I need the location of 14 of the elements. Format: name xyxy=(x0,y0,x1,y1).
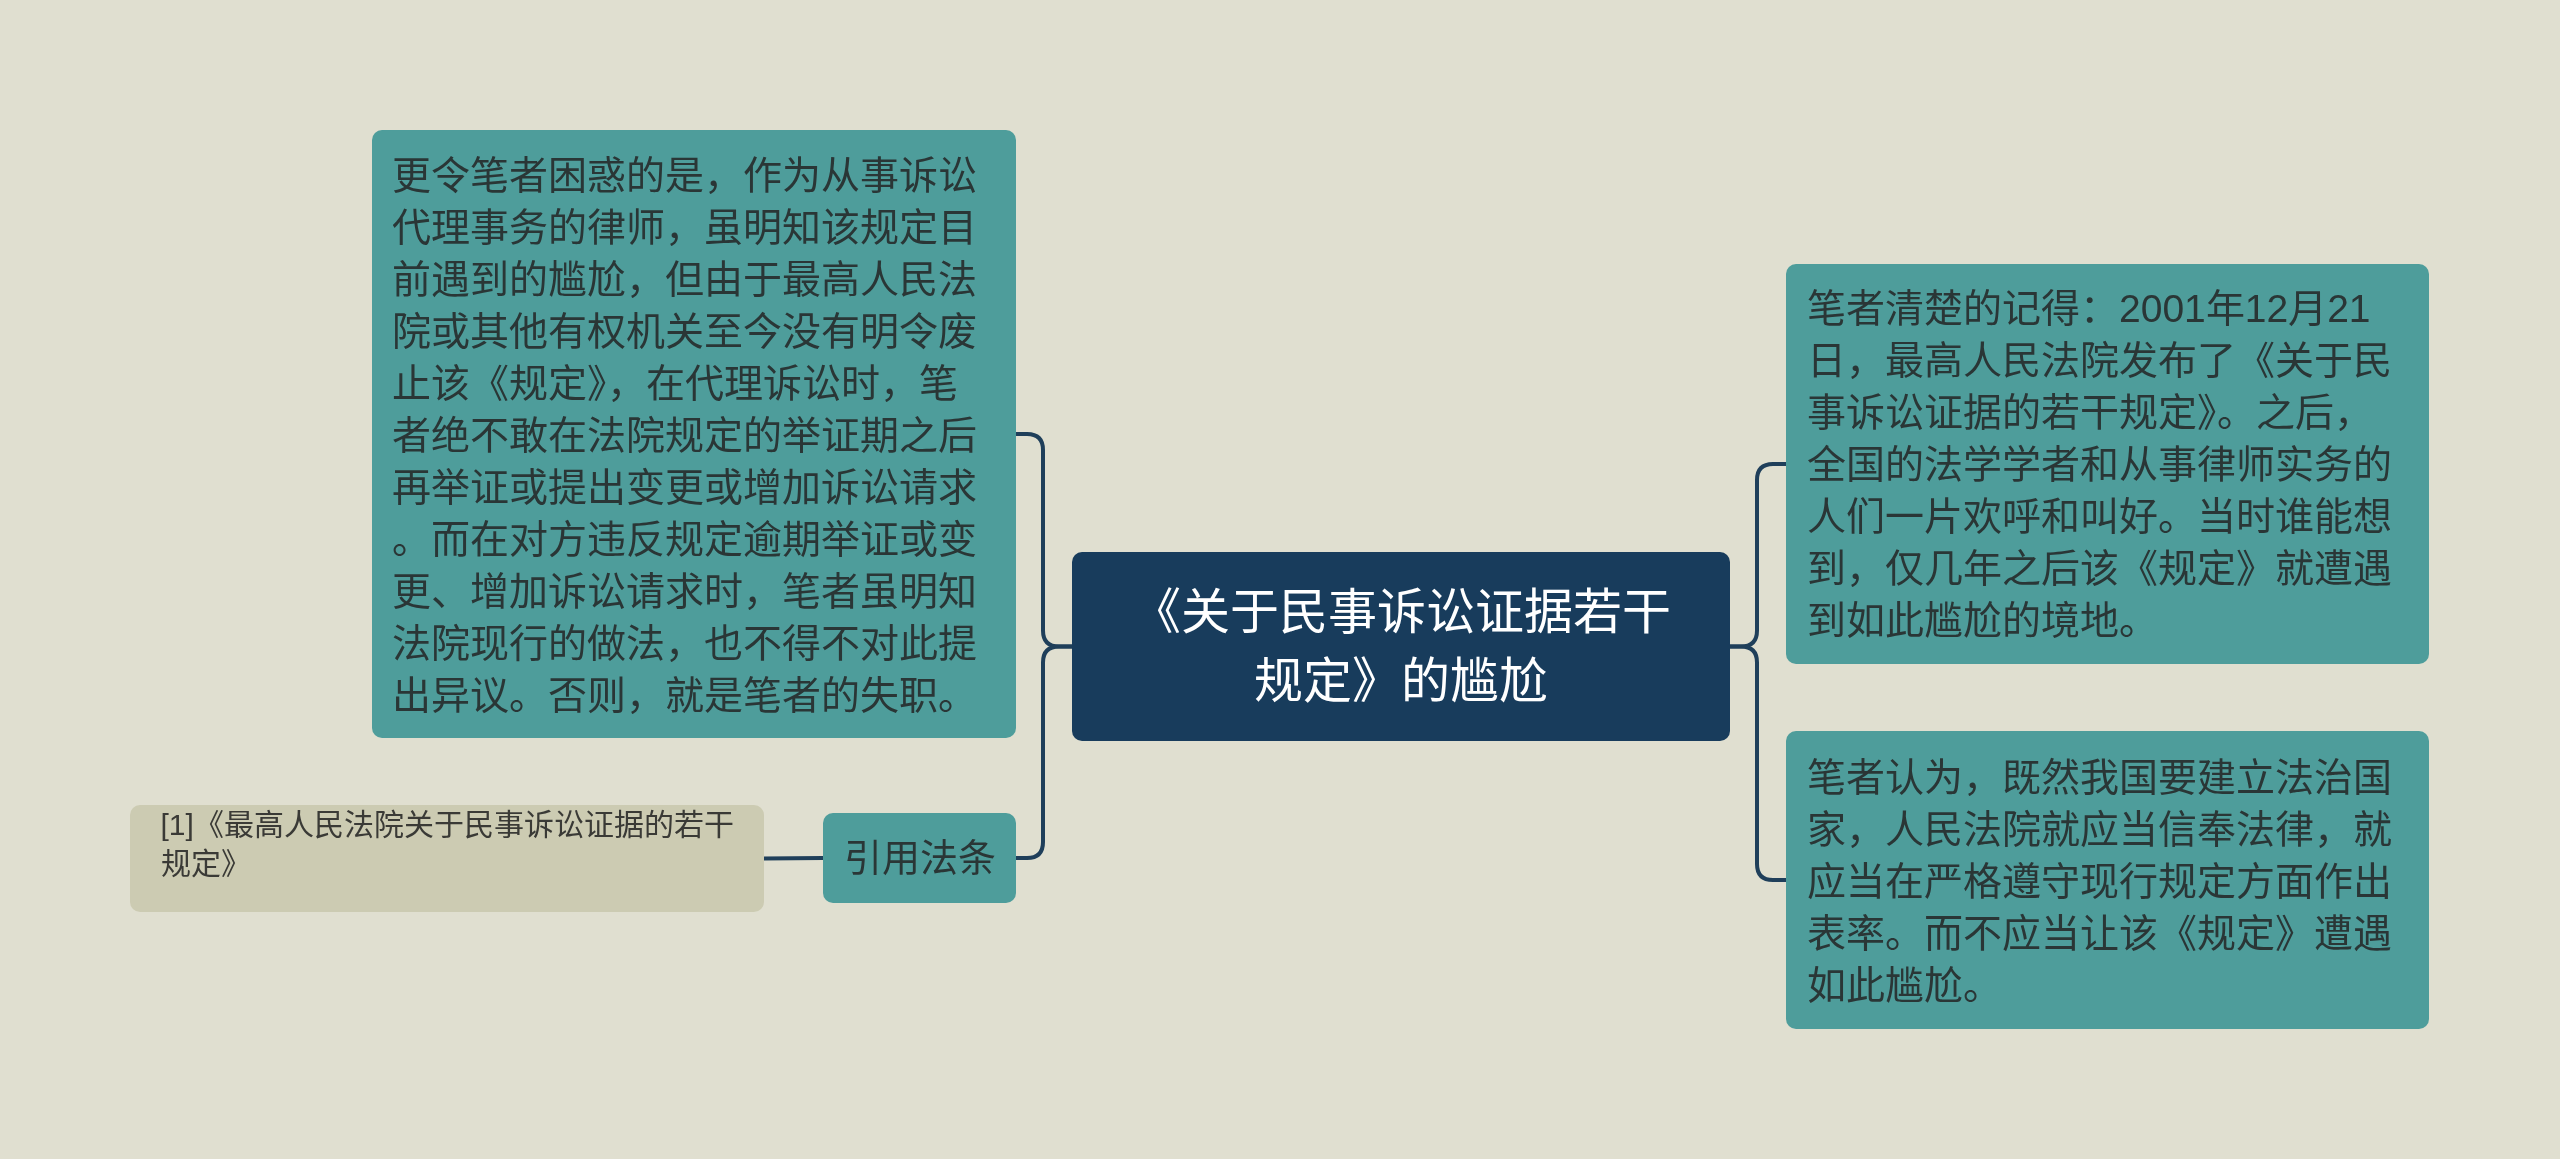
connector-line xyxy=(764,856,824,861)
topic-card xyxy=(1786,731,2429,1029)
topic-text: 引用法条 xyxy=(843,836,996,881)
reference-note-box xyxy=(130,805,764,912)
reference-text: [1]《最高人民法院关于民事诉讼证据的若干规定》 xyxy=(160,807,735,882)
central-topic-box xyxy=(1072,552,1730,741)
topic-text: 更令笔者困惑的是，作为从事诉讼代理事务的律师，虽明知该规定目前遇到的尴尬，但由于最高人民法院或其他有权机关至今没有明令废止该《规定》，在代理诉讼时，笔者绝不敢在法院规定的举证期之后再举证或提出变更或增加诉讼请求。而在对方违反规定逾期举证或变更、增加诉讼请求时，笔者虽明知法院现行的做法，也不得不对此提出异议。否则，就是笔者的失职。 xyxy=(392,153,978,719)
topic-text: 笔者清楚的记得：2001年12月21日，最高人民法院发布了《关于民事诉讼证据的若干规定》。之后，全国的法学学者和从事律师实务的人们一片欢呼和叫好。当时谁能想到，仅几年之后该《规定》就遭遇到如此尴尬的境地。 xyxy=(1807,286,2393,644)
connector-line xyxy=(1016,644,1072,860)
topic-text: 《关于民事诉讼证据若干规定》的尴尬 xyxy=(1130,583,1672,710)
subtopic-box xyxy=(823,813,1016,903)
topic-card xyxy=(1786,264,2429,664)
topic-card xyxy=(372,130,1016,738)
topic-text: 笔者认为，既然我国要建立法治国家，人民法院就应当信奉法律，就应当在严格遵守现行规定方面作出表率。而不应当让该《规定》遭遇如此尴尬。 xyxy=(1807,755,2393,1009)
